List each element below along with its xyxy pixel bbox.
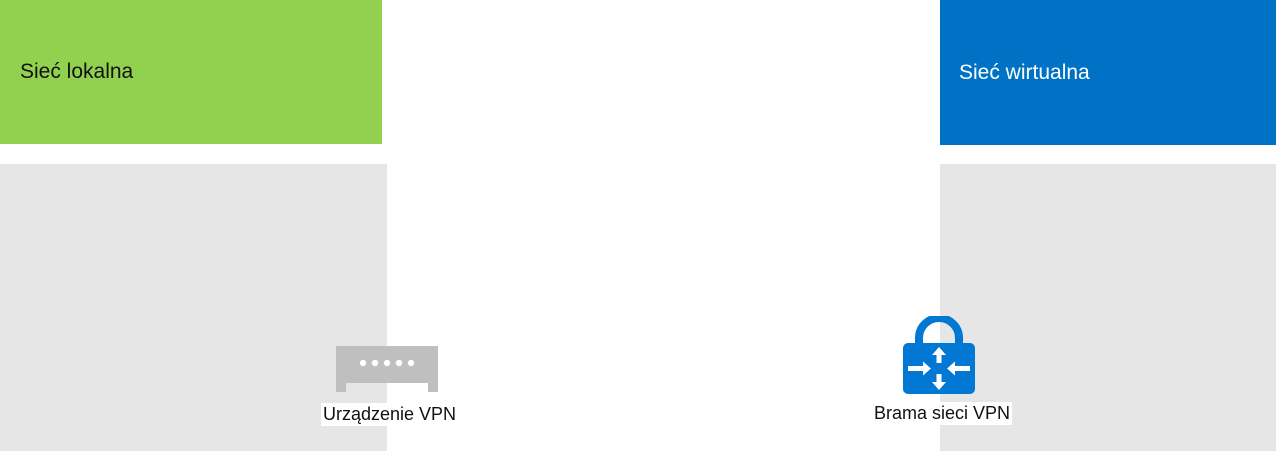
virtual-network-title: Sieć wirtualna xyxy=(959,60,1090,84)
local-network-header: Sieć lokalna xyxy=(0,0,382,144)
local-network-title: Sieć lokalna xyxy=(20,60,134,83)
virtual-network-header: Sieć wirtualna xyxy=(940,0,1276,145)
vpn-device-label: Urządzenie VPN xyxy=(321,403,459,426)
vpn-gateway-label: Brama sieci VPN xyxy=(872,402,1013,425)
vpn-device-icon xyxy=(336,346,438,392)
vpn-gateway-lock-icon xyxy=(903,314,975,394)
